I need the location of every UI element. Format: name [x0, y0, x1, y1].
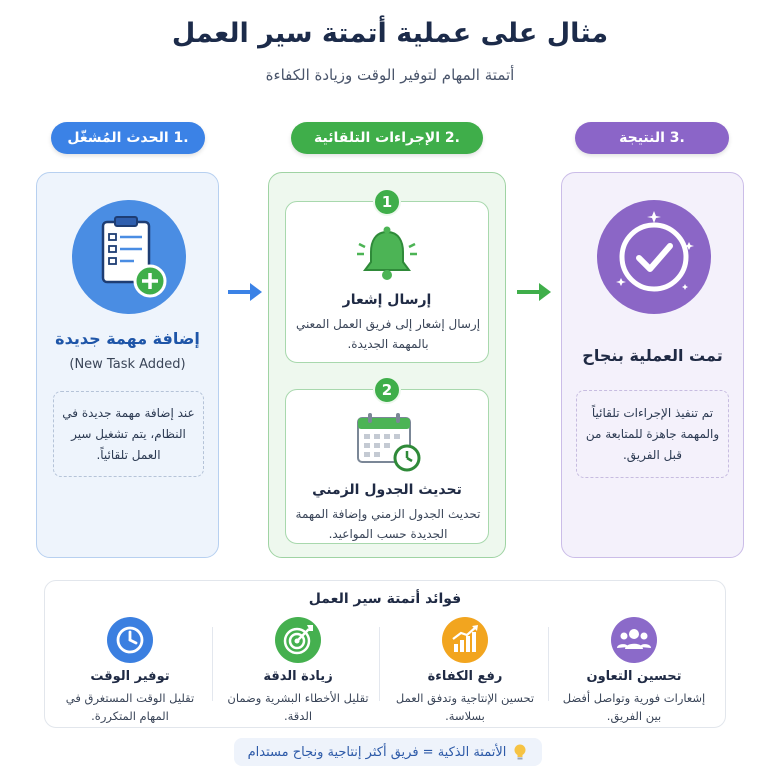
- result-description: تم تنفيذ الإجراءات تلقائياً والمهمة جاهز…: [576, 390, 729, 478]
- benefit-title: تحسين التعاون: [586, 669, 682, 684]
- result-panel: تمت العملية بنجاح تم تنفيذ الإجراءات تلق…: [561, 172, 744, 558]
- lightbulb-icon: [514, 744, 526, 760]
- benefit-title: توفير الوقت: [90, 669, 170, 684]
- step-title: إرسال إشعار: [342, 292, 432, 308]
- trigger-panel: إضافة مهمة جديدة (New Task Added) عند إض…: [36, 172, 219, 558]
- benefits-title: فوائد أتمتة سير العمل: [308, 591, 462, 607]
- divider: [212, 627, 213, 701]
- footer-banner: الأتمتة الذكية = فريق أكثر إنتاجية ونجاح…: [234, 738, 542, 766]
- divider: [548, 627, 549, 701]
- step-description: تحديث الجدول الزمني وإضافة المهمة الجديد…: [295, 507, 481, 541]
- benefit-title: زيادة الدقة: [263, 669, 333, 684]
- automation-step-2: 2 تحديث الجدول الزمني تحديث الجدول الزمن…: [285, 376, 489, 544]
- benefit-description: إشعارات فورية وتواصل أفضل بين الفريق.: [562, 691, 706, 723]
- step-title: تحديث الجدول الزمني: [312, 482, 462, 498]
- divider: [379, 627, 380, 701]
- stage-label-trigger: .1 الحدث المُشغّل: [51, 122, 205, 154]
- benefit-item: زيادة الدقة تقليل الأخطاء البشرية وضمان …: [215, 615, 381, 723]
- automation-step-1: 1 إرسال إشعار إرسال إشعار إلى فريق العمل…: [285, 188, 489, 363]
- stage-label-automation: .2 الإجراءات التلقائية: [291, 122, 483, 154]
- step-number-badge: 1: [373, 188, 401, 216]
- benefits-section: فوائد أتمتة سير العمل تحسين التعاون إشعا…: [44, 580, 726, 728]
- benefit-description: تقليل الوقت المستغرق في المهام المتكررة.: [65, 691, 195, 723]
- result-title: تمت العملية بنجاح: [582, 346, 723, 365]
- page-subtitle: أتمتة المهام لتوفير الوقت وزيادة الكفاءة: [265, 66, 515, 84]
- success-check-icon: [597, 200, 711, 314]
- calendar-icon: [357, 413, 421, 472]
- footer-text: الأتمتة الذكية = فريق أكثر إنتاجية ونجاح…: [247, 744, 507, 760]
- clipboard-add-icon: [72, 200, 186, 314]
- bell-icon: [357, 226, 417, 280]
- stage-label-result: .3 النتيجة: [575, 122, 729, 154]
- trigger-title: إضافة مهمة جديدة: [55, 329, 200, 348]
- benefit-item: تحسين التعاون إشعارات فورية وتواصل أفضل …: [551, 615, 717, 723]
- page-title: مثال على عملية أتمتة سير العمل: [171, 18, 609, 49]
- target-icon: [275, 617, 321, 663]
- benefit-description: تحسين الإنتاجية وتدفق العمل بسلاسة.: [395, 691, 535, 723]
- arrow-right-icon: [228, 283, 262, 301]
- team-icon: [611, 617, 657, 663]
- trigger-subtitle: (New Task Added): [69, 357, 186, 372]
- benefit-title: رفع الكفاءة: [427, 669, 503, 684]
- clock-icon: [107, 617, 153, 663]
- benefit-item: توفير الوقت تقليل الوقت المستغرق في المه…: [47, 615, 213, 723]
- chart-up-icon: [442, 617, 488, 663]
- automation-panel: 1 إرسال إشعار إرسال إشعار إلى فريق العمل…: [268, 172, 506, 558]
- benefit-description: تقليل الأخطاء البشرية وضمان الدقة.: [227, 691, 369, 723]
- benefit-item: رفع الكفاءة تحسين الإنتاجية وتدفق العمل …: [382, 615, 548, 723]
- trigger-description: عند إضافة مهمة جديدة في النظام، يتم تشغي…: [53, 391, 204, 477]
- arrow-right-icon: [517, 283, 551, 301]
- step-description: إرسال إشعار إلى فريق العمل المعني بالمهم…: [295, 317, 481, 351]
- step-number-badge: 2: [373, 376, 401, 404]
